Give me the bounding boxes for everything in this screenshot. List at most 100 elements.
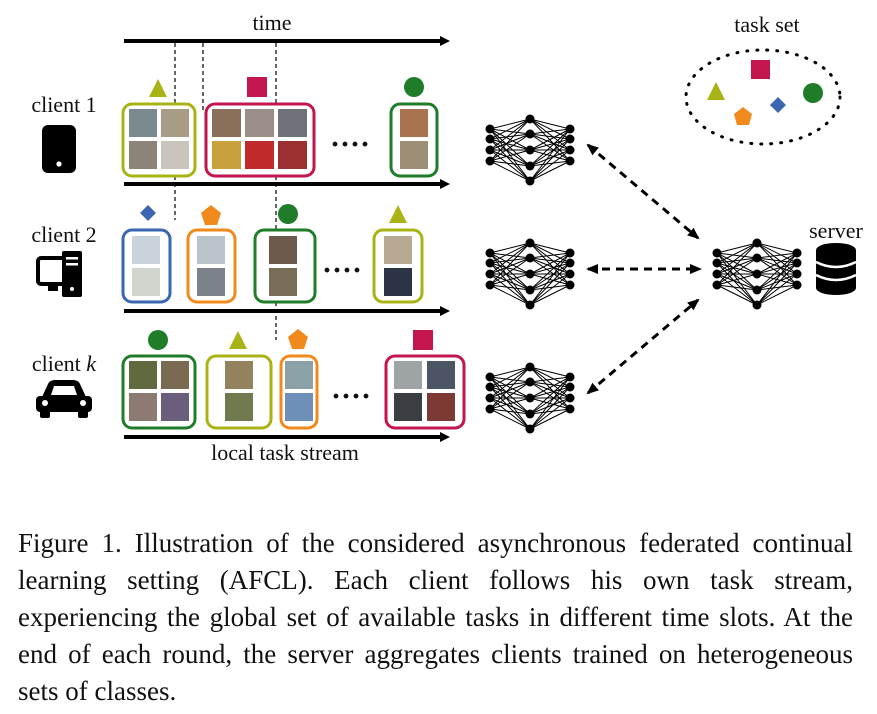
network-edge <box>529 397 571 415</box>
network-node <box>485 404 495 414</box>
network-edge <box>489 262 531 275</box>
task-set: task set <box>684 12 842 146</box>
server-label: server <box>809 218 863 243</box>
network-edge <box>489 242 531 286</box>
network-edge <box>529 128 571 182</box>
network-edge <box>489 381 531 410</box>
network-node <box>485 382 495 392</box>
network-node <box>525 176 535 186</box>
network-edge <box>489 273 531 291</box>
communication-links <box>586 143 702 395</box>
square-task-icon <box>413 330 433 350</box>
task-set-label: task set <box>734 12 799 37</box>
network-edge <box>529 128 571 151</box>
server-network <box>712 238 802 310</box>
network-edge <box>529 408 571 415</box>
smartphone-icon <box>42 125 76 173</box>
time-axis: time <box>124 10 450 46</box>
diamond-task-icon <box>140 205 156 221</box>
network-edge <box>489 257 531 264</box>
network-edge <box>489 138 531 167</box>
time-label: time <box>252 10 291 35</box>
network-edge <box>716 284 758 291</box>
network-node <box>485 269 495 279</box>
network-node <box>525 362 535 372</box>
pentagon-task-icon <box>201 205 221 225</box>
network-edge <box>529 160 571 167</box>
network-edge <box>529 262 571 275</box>
task-images <box>394 361 455 421</box>
network-node <box>525 238 535 248</box>
network-edge <box>489 118 531 140</box>
network-node <box>525 114 535 124</box>
network-edge <box>489 366 531 388</box>
network-edge <box>489 408 531 415</box>
network-node <box>565 156 575 166</box>
network-edge <box>489 133 531 162</box>
network-edge <box>489 366 531 410</box>
afcl-diagram: time task set client 1 <box>31 10 863 465</box>
network-edge <box>756 262 798 306</box>
network-edge <box>529 386 571 399</box>
network-edge <box>529 242 571 275</box>
network-edge <box>756 273 798 291</box>
network-edge <box>756 262 798 291</box>
network-edge <box>489 149 531 167</box>
network-edge <box>716 242 758 264</box>
network-node <box>752 238 762 248</box>
network-edge <box>529 128 571 167</box>
triangle-task-icon <box>149 79 167 97</box>
client-2-row: client 2 ···· <box>31 204 450 316</box>
network-edge <box>756 252 798 275</box>
network-edge <box>529 149 571 167</box>
task-images <box>129 109 189 169</box>
circle-task-icon <box>278 204 298 224</box>
network-edge <box>716 262 758 275</box>
network-edge <box>756 284 798 306</box>
network-edge <box>489 397 531 410</box>
network-edge <box>489 149 531 182</box>
network-edge <box>489 386 531 430</box>
network-edge <box>489 252 531 259</box>
network-node <box>712 248 722 258</box>
network-edge <box>529 149 571 182</box>
network-edge <box>489 376 531 383</box>
task-images <box>225 361 253 421</box>
network-edge <box>529 262 571 306</box>
network-edge <box>716 262 758 291</box>
diamond-task-icon <box>770 97 786 113</box>
network-edge <box>529 284 571 291</box>
network-node <box>712 280 722 290</box>
network-node <box>792 269 802 279</box>
network-edge <box>529 252 571 275</box>
triangle-task-icon <box>389 205 407 223</box>
network-node <box>712 258 722 268</box>
network-edge <box>489 262 531 306</box>
task-images <box>285 361 313 421</box>
network-node <box>565 145 575 155</box>
network-edge <box>529 376 571 399</box>
network-edge <box>529 386 571 415</box>
network-node <box>565 258 575 268</box>
client-1-label: client 1 <box>31 92 96 117</box>
network-edge <box>489 262 531 291</box>
network-edge <box>529 376 571 430</box>
desktop-computer-icon <box>36 251 82 297</box>
network-node <box>565 382 575 392</box>
network-node <box>485 124 495 134</box>
network-node <box>752 269 762 279</box>
network-node <box>525 253 535 263</box>
network-edge <box>529 138 571 167</box>
network-edge <box>716 242 758 254</box>
network-edge <box>529 257 571 275</box>
task-box <box>205 354 273 430</box>
network-edge <box>529 273 571 291</box>
network-edge <box>489 118 531 151</box>
circle-task-icon <box>803 83 823 103</box>
network-node <box>565 269 575 279</box>
client-2-network <box>485 238 575 310</box>
network-node <box>485 393 495 403</box>
task-images <box>132 236 160 296</box>
network-edge <box>529 273 571 306</box>
database-icon <box>815 243 857 295</box>
